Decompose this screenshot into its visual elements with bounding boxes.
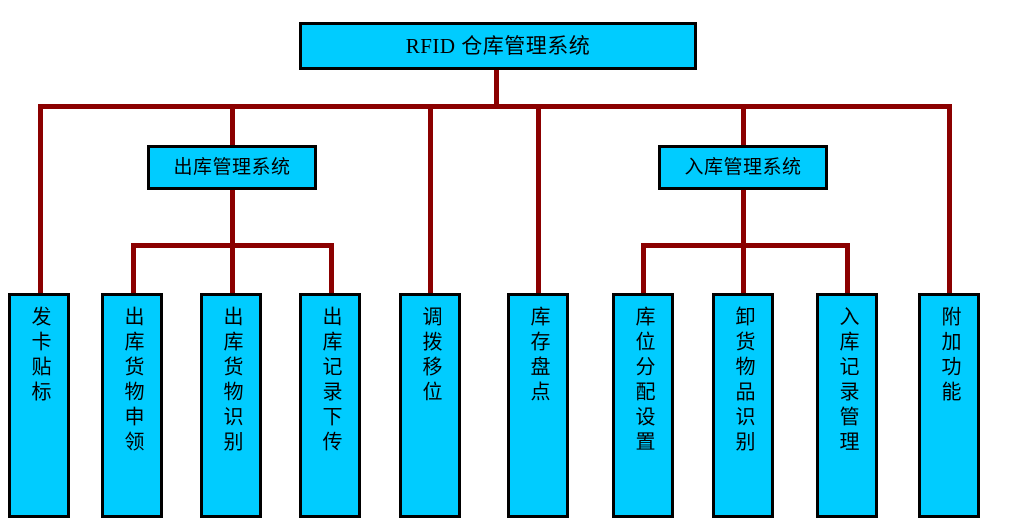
node-leaf-outbound-goods-identification[interactable]: 出库货物识别 xyxy=(200,293,262,518)
connector-drop-inbound-system xyxy=(741,104,746,145)
node-leaf-transfer-relocation[interactable]: 调拨移位 xyxy=(399,293,461,518)
node-leaf-label: 库存盘点 xyxy=(527,306,549,406)
node-leaf-label: 出库货物识别 xyxy=(220,306,242,456)
node-outbound-management-system[interactable]: 出库管理系统 xyxy=(147,145,317,190)
connector-drop-transfer xyxy=(428,104,433,293)
node-leaf-label: 出库记录下传 xyxy=(319,306,341,456)
connector-root-stem xyxy=(494,70,499,108)
connector-drop-card-labeling xyxy=(38,104,43,293)
node-leaf-label: 库位分配设置 xyxy=(632,306,654,456)
connector-main-bus xyxy=(38,104,952,109)
connector-outbound-stem xyxy=(230,190,235,245)
connector-drop-location-allocation xyxy=(641,243,646,293)
node-leaf-unloading-goods-identification[interactable]: 卸货物品识别 xyxy=(712,293,774,518)
connector-drop-outbound-requisition xyxy=(131,243,136,293)
node-outbound-label: 出库管理系统 xyxy=(173,156,291,178)
node-leaf-outbound-goods-requisition[interactable]: 出库货物申领 xyxy=(101,293,163,518)
node-leaf-label: 入库记录管理 xyxy=(836,306,858,456)
connector-drop-outbound-identification xyxy=(230,243,235,293)
connector-drop-unload-identification xyxy=(741,243,746,293)
node-leaf-label: 附加功能 xyxy=(938,306,960,406)
node-leaf-card-issuing-labeling[interactable]: 发卡贴标 xyxy=(8,293,70,518)
connector-drop-additional xyxy=(947,104,952,293)
connector-drop-inbound-record-mgmt xyxy=(845,243,850,293)
node-leaf-storage-location-allocation[interactable]: 库位分配设置 xyxy=(612,293,674,518)
node-leaf-label: 发卡贴标 xyxy=(28,306,50,406)
connector-drop-stocktake xyxy=(536,104,541,293)
node-leaf-inventory-stocktake[interactable]: 库存盘点 xyxy=(507,293,569,518)
connector-inbound-stem xyxy=(741,190,746,245)
node-leaf-inbound-record-management[interactable]: 入库记录管理 xyxy=(816,293,878,518)
node-leaf-label: 卸货物品识别 xyxy=(732,306,754,456)
node-inbound-label: 入库管理系统 xyxy=(684,156,802,178)
node-root-label: RFID 仓库管理系统 xyxy=(405,33,591,58)
node-leaf-label: 调拨移位 xyxy=(419,306,441,406)
node-leaf-outbound-record-upload[interactable]: 出库记录下传 xyxy=(299,293,361,518)
node-leaf-label: 出库货物申领 xyxy=(121,306,143,456)
node-inbound-management-system[interactable]: 入库管理系统 xyxy=(658,145,828,190)
connector-drop-outbound-record-upload xyxy=(329,243,334,293)
node-leaf-additional-functions[interactable]: 附加功能 xyxy=(918,293,980,518)
connector-drop-outbound-system xyxy=(230,104,235,145)
node-root-rfid-warehouse-system[interactable]: RFID 仓库管理系统 xyxy=(299,22,697,70)
